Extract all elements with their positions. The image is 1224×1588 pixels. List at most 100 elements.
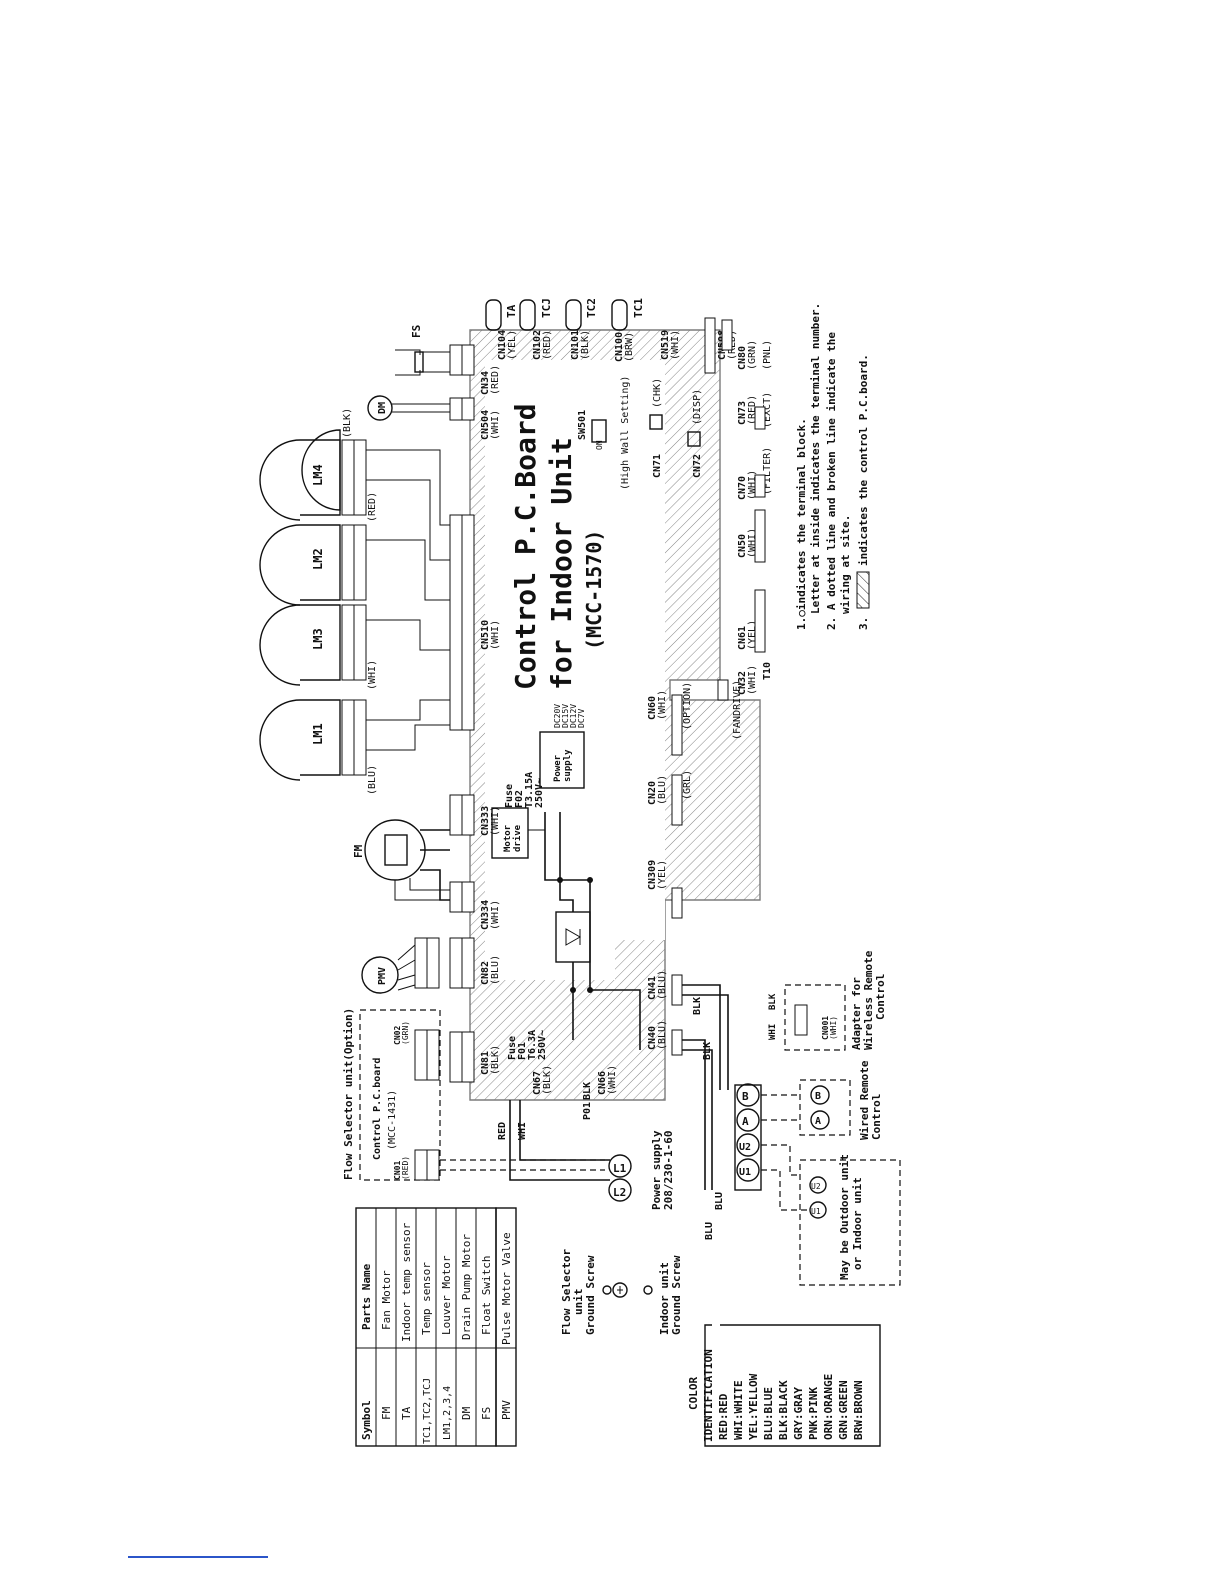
fuse-f02-line1: Fuse bbox=[504, 784, 515, 808]
board-switches: SW501 ON (High Wall Setting) CN71 (CHK) … bbox=[577, 376, 703, 490]
cn001-color: (WHI) bbox=[829, 1016, 838, 1040]
remote-wiring: BLK BLK BLU BLU bbox=[682, 984, 729, 1240]
cn333-color: (WHI) bbox=[490, 806, 501, 836]
cn333-label: CN333 bbox=[480, 806, 491, 836]
sw501-label: SW501 bbox=[577, 410, 588, 440]
footer-link-rule[interactable] bbox=[128, 1556, 268, 1558]
top-connector-row: CN34(RED) CN504(WHI) CN510(WHI) CN333(WH… bbox=[449, 344, 501, 1083]
pmv-label: PMV bbox=[377, 967, 388, 985]
note-1: 1.○indicates the terminal block. bbox=[795, 418, 808, 630]
filter-label: (FILTER) bbox=[762, 447, 773, 495]
chk-label: (CHK) bbox=[652, 378, 663, 408]
wire-blu-2: BLU bbox=[714, 1192, 725, 1210]
note-3b: indicates the control P.C.board. bbox=[857, 354, 870, 566]
cn02-label: CN02 bbox=[393, 1026, 402, 1045]
remote-terminal-a: A bbox=[815, 1116, 821, 1127]
flow-ground-line3: Ground Screw bbox=[584, 1255, 597, 1335]
parts-table-row7: PMV Pulse Motor Valve bbox=[495, 1207, 517, 1447]
parts-row6-name: Float Switch bbox=[480, 1256, 493, 1335]
lm4-label: LM4 bbox=[311, 464, 325, 486]
sw501-switch[interactable] bbox=[591, 419, 607, 443]
wireless-wire-whi: WHI bbox=[768, 1024, 778, 1040]
color-id-title1: COLOR bbox=[687, 1377, 700, 1410]
cn40-color: (BLU) bbox=[657, 1020, 668, 1050]
option-label: (OPTION) bbox=[682, 682, 693, 730]
power-supply-spec: 208/230-1-60 bbox=[662, 1131, 675, 1210]
disp-label: (DISP) bbox=[692, 389, 703, 425]
cn66-color: (WHI) bbox=[607, 1065, 618, 1095]
fuse-f01-line2: F01 bbox=[517, 1042, 528, 1060]
power-supply-line1: Power bbox=[553, 754, 563, 782]
p01-label: P01 bbox=[582, 1102, 593, 1120]
wireless-adapter[interactable]: CN001(WHI) Adapter for Wireless Remote C… bbox=[768, 950, 887, 1051]
cn510-label: CN510 bbox=[480, 620, 491, 650]
cn67-color: (BLK) bbox=[542, 1065, 553, 1095]
cn73-label: CN73 bbox=[737, 401, 748, 425]
flow-selector-unit: Flow Selector unit(Option) Control P.C.b… bbox=[342, 1008, 605, 1181]
cn80-color: (GRN) bbox=[747, 340, 758, 370]
lm1-color: (BLU) bbox=[367, 765, 378, 795]
dc7v-label: DC7V bbox=[577, 709, 586, 728]
dc15v-label: DC15V bbox=[561, 704, 570, 728]
right-connectors: CN104(YEL) CN102(RED) CN101(BLK) CN100(B… bbox=[497, 317, 773, 374]
wireless-wire-blk: BLK bbox=[768, 993, 778, 1010]
cn41-color: (BLU) bbox=[657, 970, 668, 1000]
cn309-label: CN309 bbox=[647, 860, 658, 890]
sensors: TA TCJ TC2 TC1 bbox=[485, 298, 645, 331]
cn82-color: (BLU) bbox=[490, 955, 501, 985]
fuse-f01-line4: 250V~ bbox=[537, 1030, 548, 1060]
drain-pump-motor: DM bbox=[367, 395, 450, 421]
dm-label: DM bbox=[377, 402, 388, 414]
cn80-label: CN80 bbox=[737, 346, 748, 370]
cn67-label: CN67 bbox=[532, 1071, 543, 1095]
cn01-color: (RED) bbox=[401, 1156, 410, 1180]
fm-label: FM bbox=[352, 844, 365, 858]
cn50-label: CN50 bbox=[737, 534, 748, 558]
lm3-label: LM3 bbox=[311, 628, 325, 650]
parts-row4-name: Louver Motor bbox=[440, 1255, 453, 1335]
wire-whi-label: WHI bbox=[517, 1122, 528, 1140]
cn102-label: CN102 bbox=[532, 330, 543, 360]
outdoor-note-line1: May be Outdoor unit bbox=[838, 1154, 851, 1280]
parts-row4-symbol: LM1,2,3,4 bbox=[442, 1386, 453, 1440]
lm3-color: (WHI) bbox=[367, 660, 378, 690]
terminal-u1: U1 bbox=[739, 1167, 751, 1178]
fuse-f02-line3: T3.15A bbox=[524, 772, 535, 808]
cn81-color: (BLK) bbox=[490, 1045, 501, 1075]
cn01-label: CN01 bbox=[393, 1161, 402, 1180]
cn61-color: (YEL) bbox=[747, 620, 758, 650]
board-title-line2: for Indoor Unit bbox=[545, 437, 578, 690]
grl-label: (GRL) bbox=[682, 770, 693, 800]
excht-label: (EXCT) bbox=[762, 392, 773, 428]
wired-remote-line2: Control bbox=[870, 1094, 883, 1140]
cn73-color: (RED) bbox=[747, 395, 758, 425]
control-pcb bbox=[469, 329, 761, 1101]
cn100-color: (BRW) bbox=[624, 332, 635, 362]
tc1-label: TC1 bbox=[632, 298, 645, 318]
board-title-line1: Control P.C.Board bbox=[509, 403, 542, 690]
lm1-label: LM1 bbox=[311, 723, 325, 745]
cn504-color: (WHI) bbox=[490, 410, 501, 440]
remote-terminal-b: B bbox=[815, 1091, 821, 1102]
cn20-color: (BLU) bbox=[657, 775, 668, 805]
cn60-label: CN60 bbox=[647, 696, 658, 720]
cn81-label: CN81 bbox=[480, 1051, 491, 1075]
parts-row7-name: Pulse Motor Valve bbox=[500, 1232, 513, 1345]
lm4-color: (BLK) bbox=[342, 408, 353, 438]
outdoor-u1: U1 bbox=[811, 1207, 821, 1216]
cn72-label: CN72 bbox=[692, 454, 703, 478]
cn20-label: CN20 bbox=[647, 781, 658, 805]
parts-row1-symbol: FM bbox=[380, 1406, 393, 1420]
board-title: Control P.C.Board for Indoor Unit (MCC-1… bbox=[509, 403, 606, 690]
rectifier-block bbox=[528, 812, 641, 1050]
ta-label: TA bbox=[505, 304, 518, 318]
wire-red-label: RED bbox=[497, 1122, 508, 1140]
terminal-l2: L2 bbox=[613, 1186, 626, 1199]
cn40-label: CN40 bbox=[647, 1026, 658, 1050]
cn66-label: CN66 bbox=[597, 1071, 608, 1095]
parts-row7-symbol: PMV bbox=[500, 1400, 513, 1420]
